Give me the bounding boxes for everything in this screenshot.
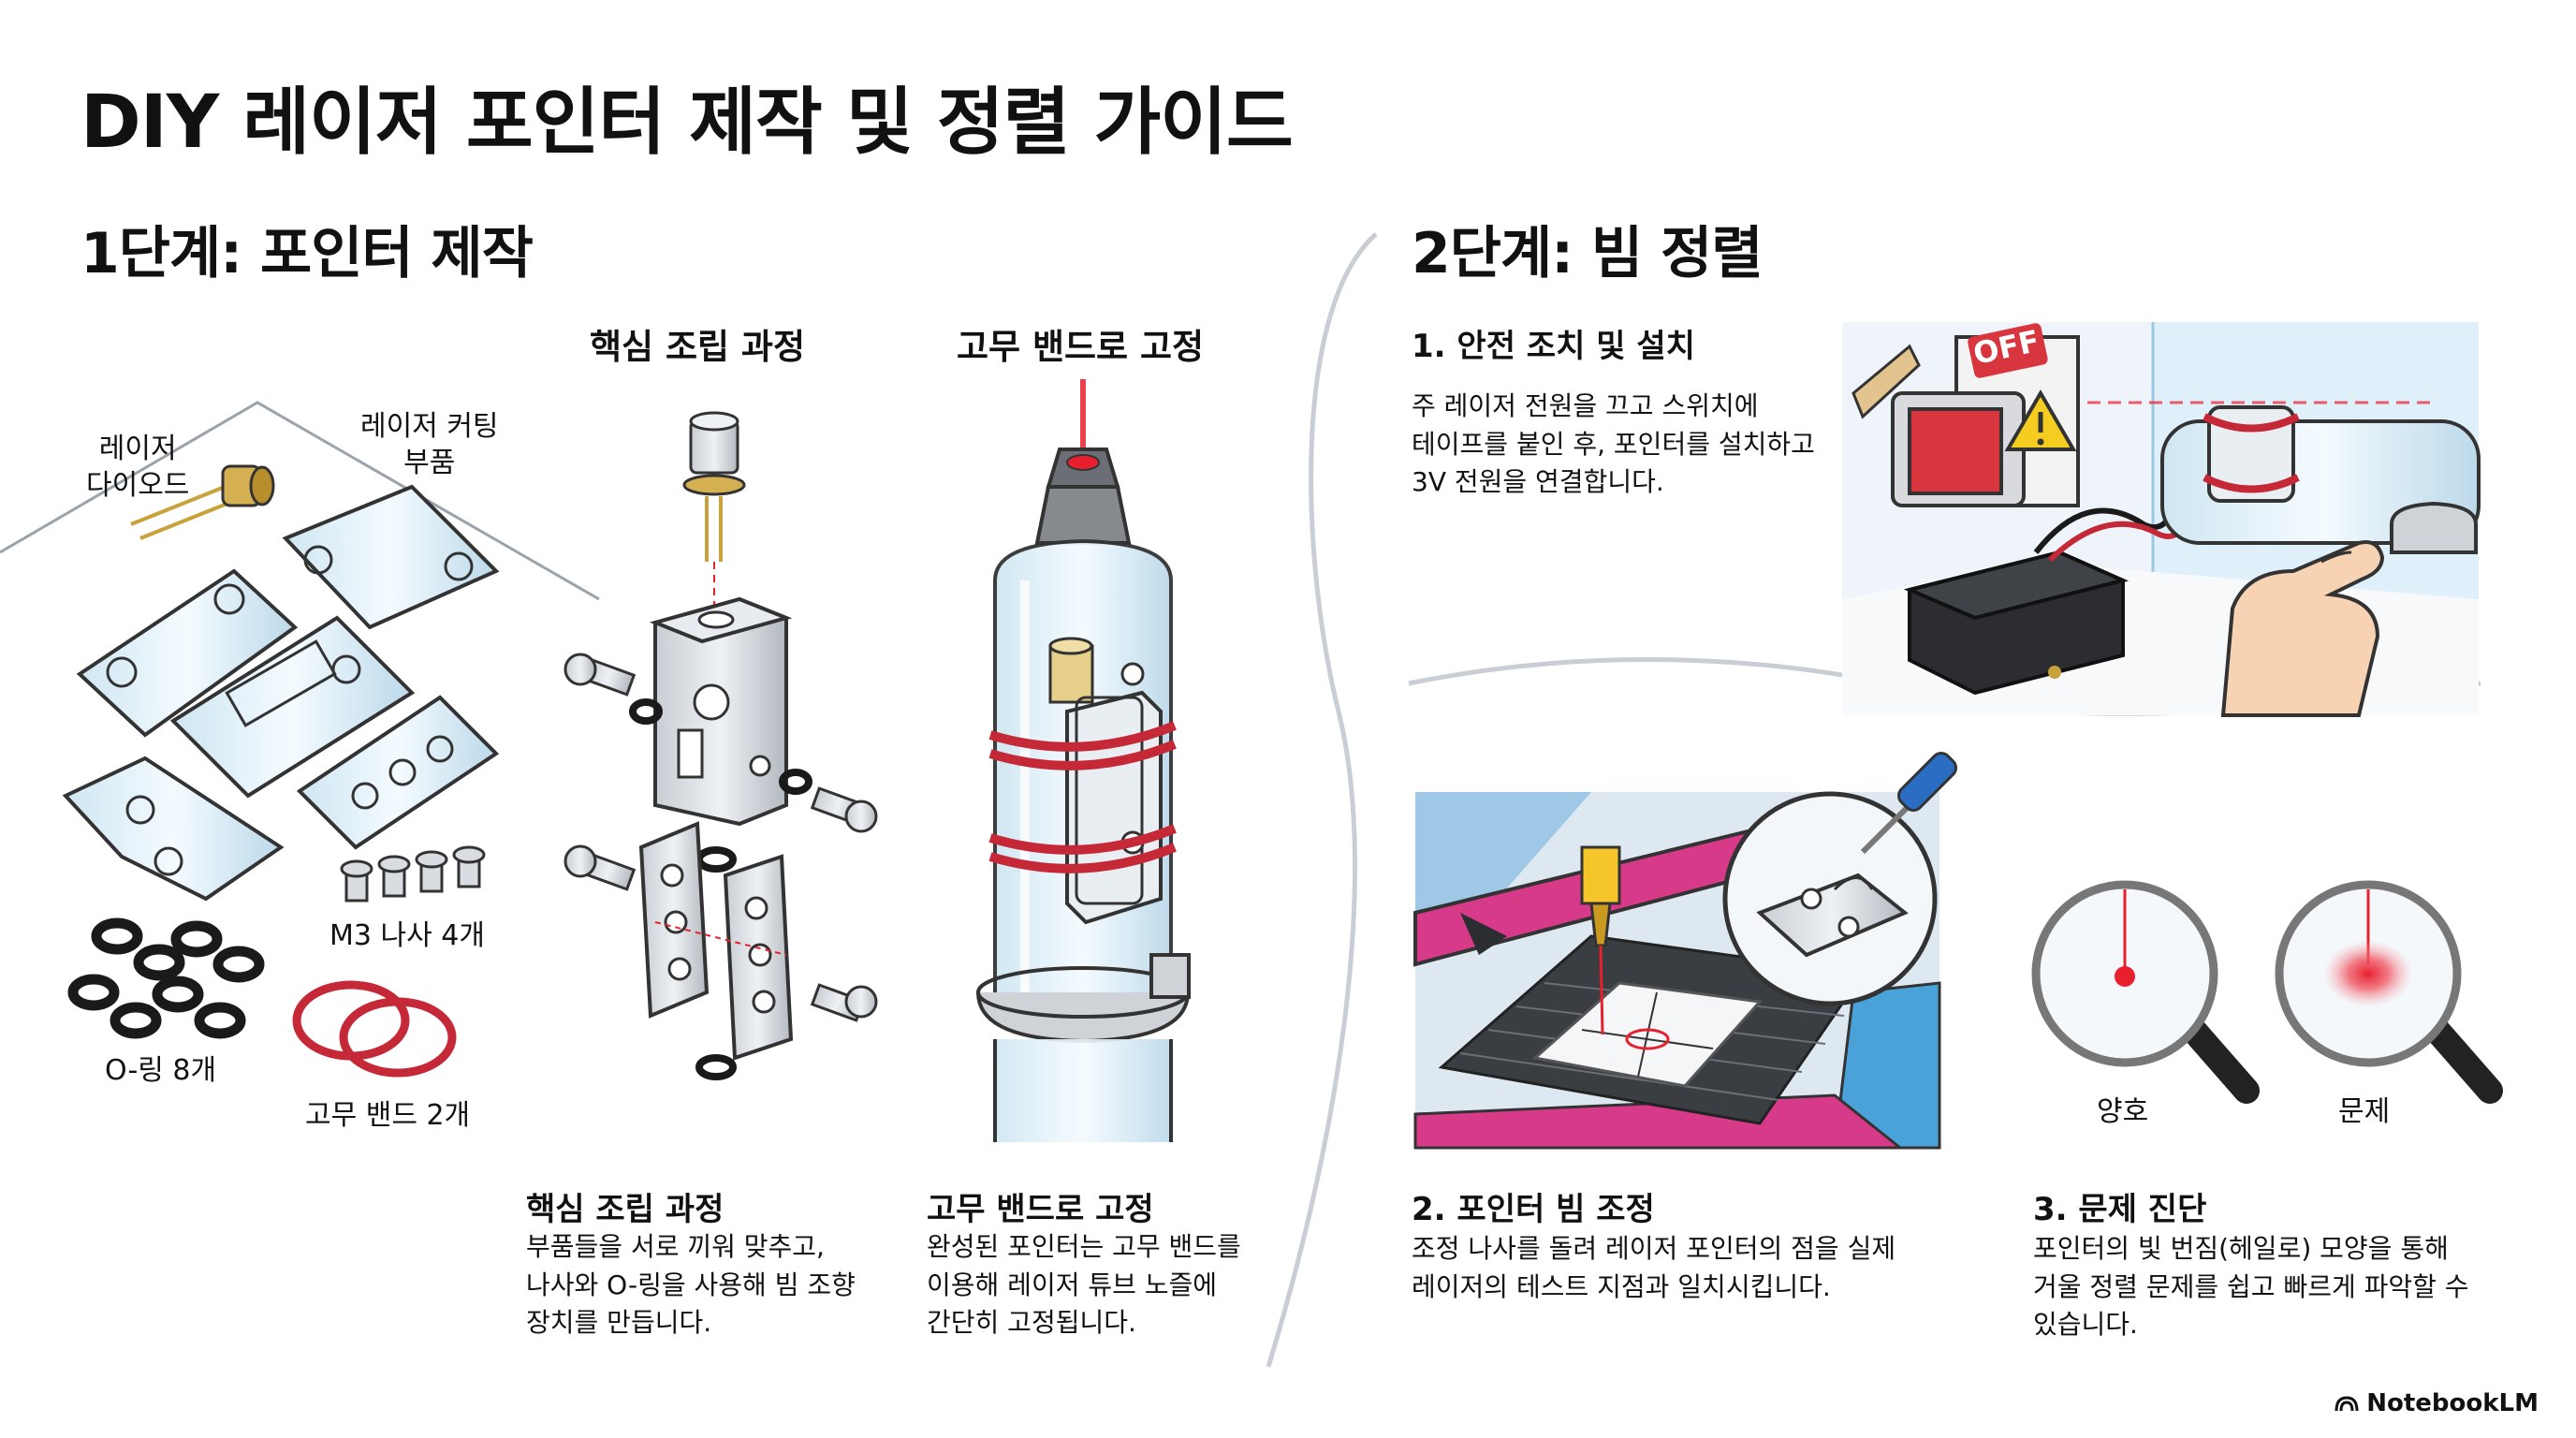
notebooklm-logo-icon bbox=[2334, 1396, 2359, 1412]
m3-screws bbox=[340, 845, 486, 902]
pointer-on-tube bbox=[976, 379, 1191, 1142]
step2-title: 2. 포인터 빔 조정 bbox=[1412, 1191, 1655, 1228]
acrylic-plates bbox=[62, 484, 500, 902]
label-bands: 고무 밴드 2개 bbox=[305, 1099, 471, 1132]
band-column-heading: 고무 밴드로 고정 bbox=[957, 327, 1205, 367]
rubber-bands bbox=[292, 980, 457, 1078]
screwdriver-icon bbox=[1860, 751, 1958, 855]
step3-text: 포인터의 빛 번짐(헤일로) 모양을 통해 거울 정렬 문제를 쉽고 빠르게 파… bbox=[2033, 1233, 2469, 1341]
band-caption-title: 고무 밴드로 고정 bbox=[927, 1191, 1154, 1228]
label-orings: O-링 8개 bbox=[105, 1054, 217, 1087]
bad-label: 문제 bbox=[2338, 1095, 2391, 1128]
hand-illustration bbox=[2220, 540, 2385, 717]
assembly-caption-title: 핵심 조립 과정 bbox=[526, 1191, 724, 1228]
good-label: 양호 bbox=[2097, 1095, 2149, 1128]
assembly-caption-text: 부품들을 서로 끼워 맞추고, 나사와 O-링을 사용해 빔 조향 장치를 만듭… bbox=[526, 1231, 856, 1339]
step2-text: 조정 나사를 돌려 레이저 포인터의 점을 실제 레이저의 테스트 지점과 일치… bbox=[1412, 1233, 1896, 1302]
step1-title: 1. 안전 조치 및 설치 bbox=[1412, 328, 1695, 365]
label-cut-parts: 레이저 커팅 부품 bbox=[360, 410, 499, 479]
o-rings bbox=[67, 917, 265, 1039]
laser-diode-part bbox=[130, 464, 275, 540]
step1-text: 주 레이저 전원을 끄고 스위치에 테이프를 붙인 후, 포인터를 설치하고 3… bbox=[1412, 390, 1815, 498]
warning-icon bbox=[2004, 389, 2077, 451]
label-diode: 레이저 다이오드 bbox=[86, 433, 190, 502]
page-title: DIY 레이저 포인터 제작 및 정렬 가이드 bbox=[80, 81, 1294, 165]
beam-adjust-panel bbox=[1413, 751, 1958, 1150]
stage1-heading: 1단계: 포인터 제작 bbox=[80, 221, 534, 286]
step3-title: 3. 문제 진단 bbox=[2033, 1191, 2207, 1228]
parts-kit bbox=[0, 401, 600, 1078]
stage2-heading: 2단계: 빔 정렬 bbox=[1412, 221, 1764, 286]
exploded-assembly bbox=[564, 411, 878, 1080]
label-screws: M3 나사 4개 bbox=[329, 919, 485, 952]
band-caption-text: 완성된 포인터는 고무 밴드를 이용해 레이저 튜브 노즐에 간단히 고정됩니다… bbox=[927, 1231, 1241, 1339]
stage-divider bbox=[1266, 232, 1378, 1368]
brand-mark: NotebookLM bbox=[2334, 1389, 2539, 1417]
safety-setup-panel bbox=[1842, 322, 2481, 717]
magnifier-bad bbox=[2275, 880, 2503, 1104]
magnifier-good bbox=[2031, 880, 2260, 1104]
assembly-column-heading: 핵심 조립 과정 bbox=[590, 327, 806, 367]
off-sticker bbox=[1968, 323, 2048, 378]
brand-name: NotebookLM bbox=[2366, 1389, 2539, 1417]
